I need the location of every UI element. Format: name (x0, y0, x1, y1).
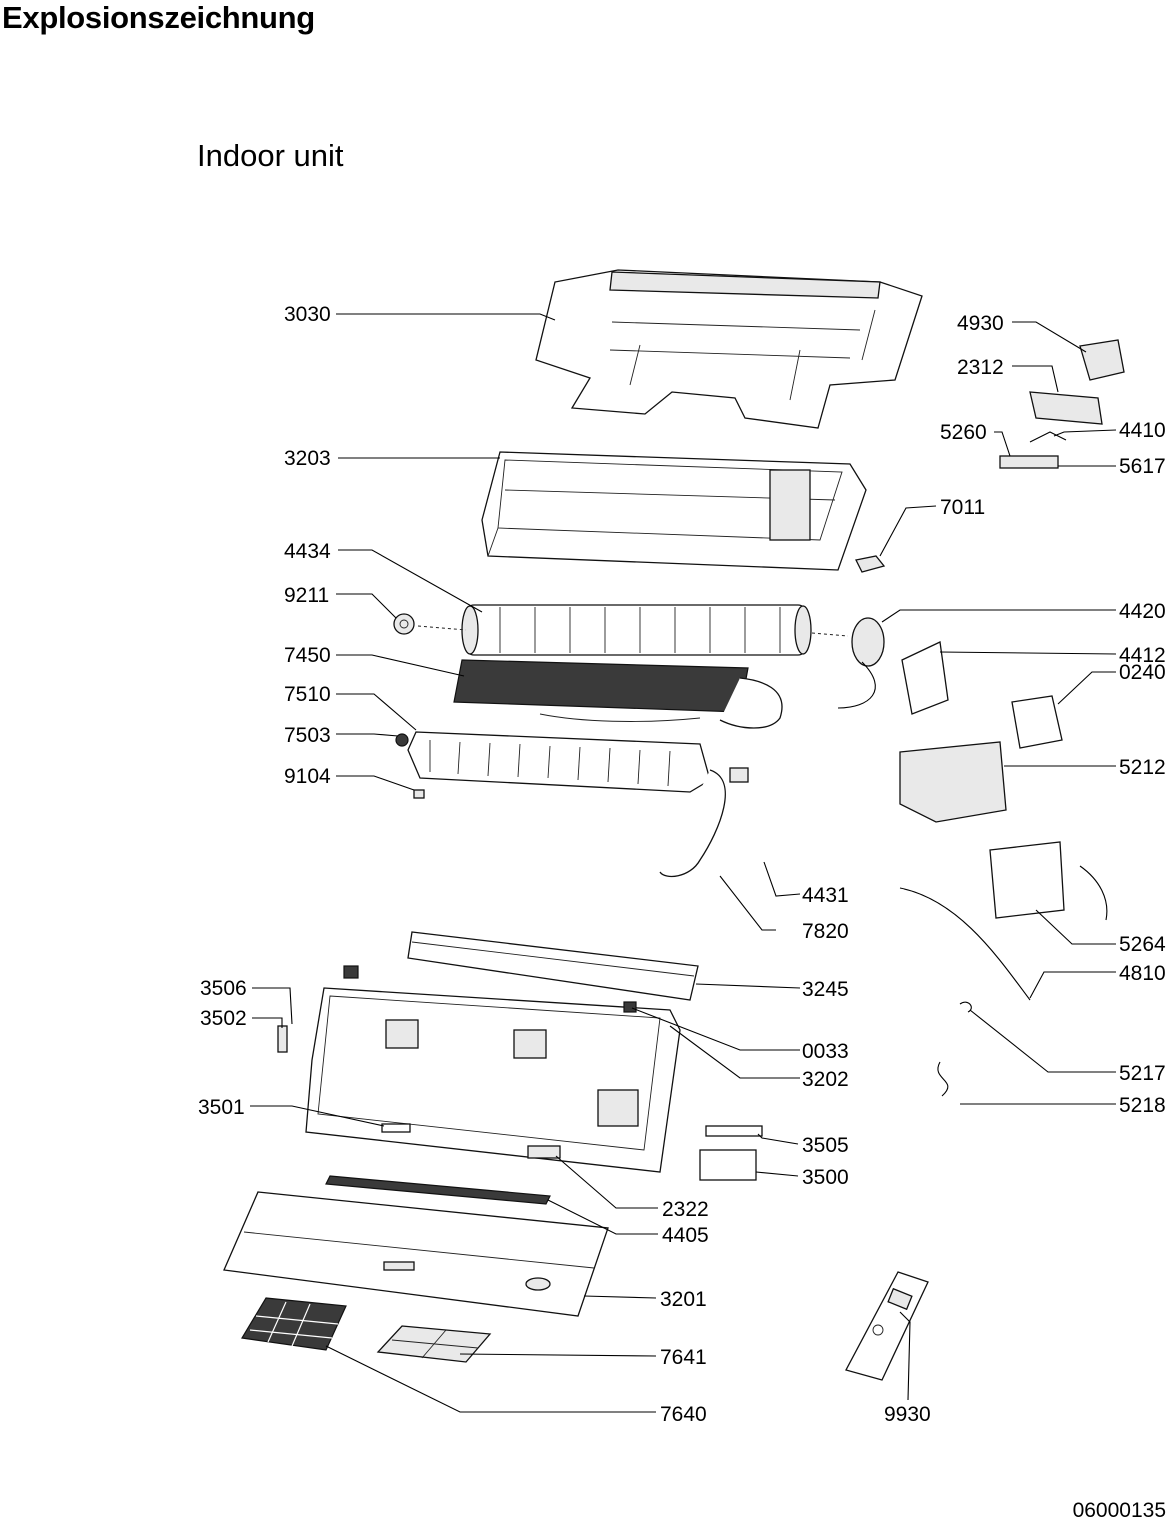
callout-label: 7450 (284, 644, 331, 667)
callout-label: 4412 (1119, 644, 1166, 667)
filter-cover-part (699, 1149, 757, 1181)
callout-label: 3030 (284, 303, 331, 326)
chassis-part (481, 451, 867, 571)
leader-lines (250, 313, 1117, 1413)
callout-label: 5260 (940, 421, 987, 444)
control-board-part (1029, 391, 1103, 425)
callout-label: 4420 (1119, 600, 1166, 623)
electrical-box-part (899, 741, 1007, 823)
page-subheading: Indoor unit (197, 138, 344, 173)
mounting-plate-part (535, 269, 923, 429)
power-cord-part (899, 841, 1108, 1001)
callout-label: 5212 (1119, 756, 1166, 779)
callout-label: 4405 (662, 1224, 709, 1247)
sensor-wire-part (959, 1001, 972, 1013)
callout-label: 3505 (802, 1134, 849, 1157)
callout-label: 9104 (284, 765, 331, 788)
front-frame-part (305, 965, 681, 1173)
callout-label: 7820 (802, 920, 849, 943)
callout-label: 7510 (284, 683, 331, 706)
receiver-board-part (381, 1123, 411, 1133)
callout-labels: 3030 4930 2312 4410 5260 5617 3203 7011 … (198, 303, 1166, 1426)
callout-label: 5218 (1119, 1094, 1166, 1117)
evaporator-part (453, 659, 783, 729)
front-panel-part (223, 1191, 609, 1317)
callout-label: 5217 (1119, 1062, 1166, 1085)
callout-label: 3202 (802, 1068, 849, 1091)
callout-label: 3201 (660, 1288, 707, 1311)
callout-label: 4930 (957, 312, 1004, 335)
display-holder-part (277, 1025, 288, 1053)
callout-label: 4434 (284, 540, 331, 563)
callout-label: 2312 (957, 356, 1004, 379)
callout-label: 7640 (660, 1403, 707, 1426)
callout-label: 7503 (284, 724, 331, 747)
page-heading: Explosionszeichnung (2, 0, 315, 35)
air-guide-part (407, 931, 699, 1001)
fan-bearing-part (393, 613, 415, 635)
drain-pan-part (407, 731, 749, 878)
document-number: 06000135 (1072, 1499, 1166, 1522)
display-board-part (527, 1145, 561, 1159)
callout-label: 3506 (200, 977, 247, 1000)
remote-control-part (845, 1271, 929, 1381)
terminal-cover-part (1079, 339, 1125, 381)
cover-strip-part (705, 1125, 763, 1137)
clip-part (413, 789, 425, 799)
cross-flow-fan-part (417, 604, 849, 656)
callout-label: 2322 (662, 1198, 709, 1221)
callout-label: 0240 (1119, 661, 1166, 684)
callout-label: 9930 (884, 1403, 931, 1426)
callout-label: 3502 (200, 1007, 247, 1030)
callout-label: 7641 (660, 1346, 707, 1369)
board-cover-part (1011, 695, 1063, 749)
callout-label: 3245 (802, 978, 849, 1001)
callout-label: 5617 (1119, 455, 1166, 478)
callout-label: 4431 (802, 884, 849, 907)
callout-label: 3501 (198, 1096, 245, 1119)
terminal-block-part (999, 431, 1067, 469)
callout-label: 7011 (940, 496, 985, 519)
purification-filter-part (376, 1325, 492, 1363)
callout-label: 9211 (284, 584, 329, 607)
air-filter-part (241, 1297, 347, 1351)
bracket-part (855, 555, 886, 573)
callout-label: 3500 (802, 1166, 849, 1189)
screw-part (395, 733, 409, 747)
pipe-sensor-part (937, 1061, 949, 1097)
callout-label: 3203 (284, 447, 331, 470)
callout-label: 5264 (1119, 933, 1166, 956)
fan-motor-part (837, 617, 885, 709)
callout-label: 4410 (1119, 419, 1166, 442)
callout-label: 0033 (802, 1040, 849, 1063)
callout-label: 4810 (1119, 962, 1166, 985)
motor-cover-part (901, 641, 949, 715)
lower-louver-part (325, 1175, 551, 1205)
